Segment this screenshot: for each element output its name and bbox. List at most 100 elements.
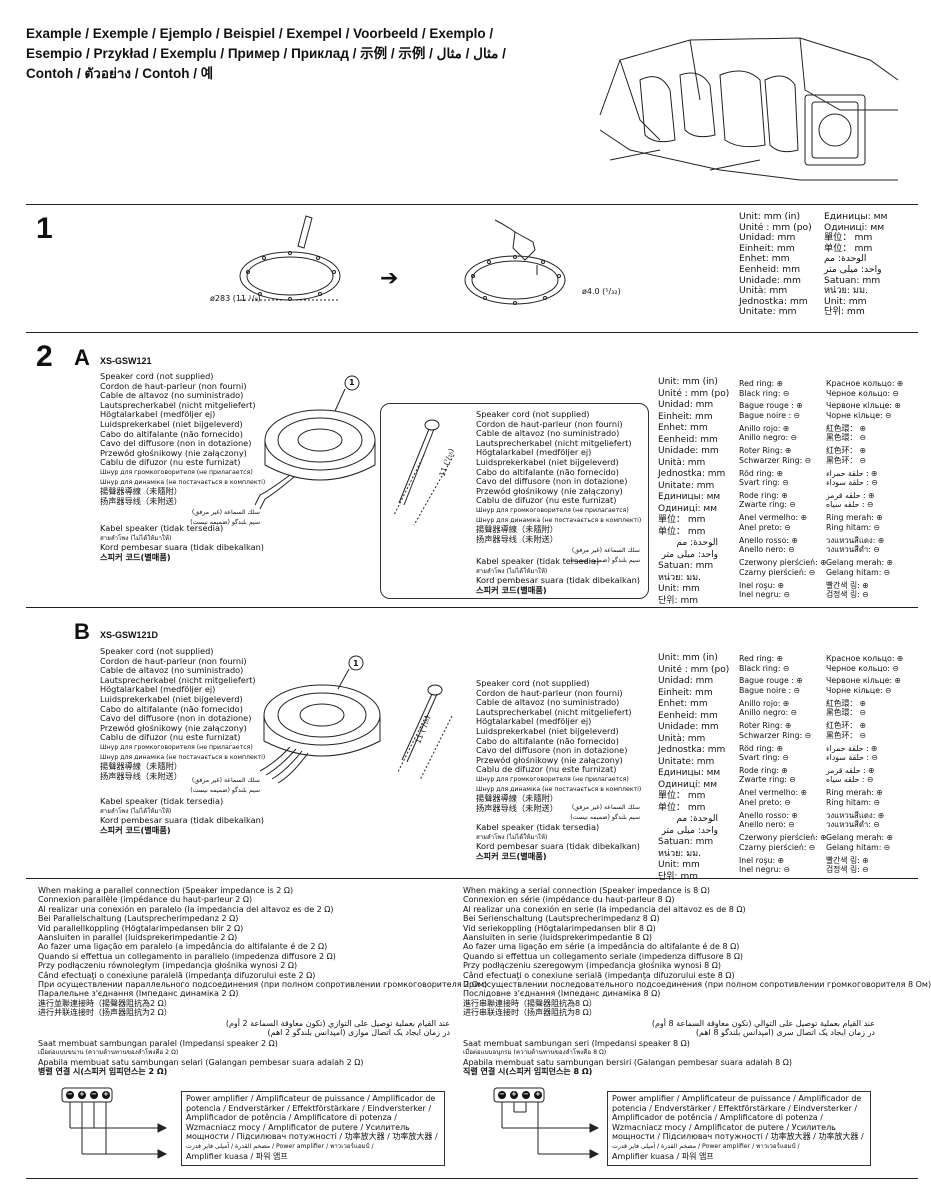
ring-label: 黑色环： ⊖: [826, 730, 867, 740]
cord-label: Шнур для динаміка (не постачається в ком…: [100, 478, 266, 486]
ring-label: วงแหวนสีแดง: ⊕: [826, 535, 885, 545]
cord-label: Шнур для громкоговорителя (не прилагаетс…: [476, 775, 629, 783]
text-line: Quando si effettua un collegamento in pa…: [38, 951, 336, 961]
ring-label: Zwarte ring: ⊖: [739, 775, 796, 785]
parallel-terminal-3: −: [91, 1090, 97, 1098]
ring-label: Schwarzer Ring: ⊖: [739, 455, 812, 465]
ring-label: حلقة حمراء : ⊕: [826, 468, 878, 478]
amp-line: potencia / Endverstärker / Effektförstär…: [612, 1103, 858, 1113]
parallel-rtl-text: عند القيام بعملية توصيل على التوازي (تكو…: [226, 1019, 450, 1038]
ring-label: Anello nero: ⊖: [739, 545, 795, 555]
text-line: 進行並聯連接時（揚聲器阻抗為2 Ω）: [38, 998, 172, 1008]
cord-label: Cordon de haut-parleur (non fourni): [476, 687, 623, 698]
amp-line: Amplifier kuasa / 파워 앰프: [612, 1151, 714, 1161]
ring-label: Anello rosso: ⊕: [739, 810, 798, 820]
ring-label: Roter Ring: ⊕: [739, 721, 792, 731]
cord-label: Przewód głośnikowy (nie załączony): [100, 447, 247, 458]
cord-label: Cabo do altifalante (não fornecido): [476, 735, 619, 746]
ring-label: Anillo negro: ⊖: [739, 708, 798, 718]
section-b-detail-rtl: سلك السماعة (غير مرفق) سیم بلندگو (ضمیمه…: [540, 803, 640, 822]
cord-label: Kabel speaker (tidak tersedia): [476, 556, 600, 566]
cord-label: 揚聲器導線（未隨附）: [476, 524, 558, 535]
text-line: เมื่อต่อแบบขนาน (ความต้านทานของลำโพงคือ …: [38, 1049, 179, 1057]
unit-line: Satuan: mm: [658, 561, 714, 571]
unit-line: Eenheid: mm: [658, 710, 718, 721]
ring-label: Червоне кільце: ⊕: [826, 401, 902, 411]
cord-label: Cable de altavoz (no suministrado): [100, 390, 244, 401]
text-line: Apabila membuat satu sambungan selari (G…: [38, 1057, 364, 1067]
amp-line: Amplificador de potência / Amplificatore…: [186, 1113, 397, 1123]
unit-line: واحد: میلی متر: [661, 549, 718, 560]
unit-line: Einheit: mm: [739, 242, 795, 254]
text-line: عند القيام بعملية توصيل على التوالي (تكو…: [651, 1019, 875, 1028]
ring-label: 紅色環： ⊕: [826, 423, 867, 433]
text-line: Quando si effettua un collegamento seria…: [463, 951, 744, 961]
unit-line: 單位： mm: [824, 232, 873, 244]
unit-line: واحد: میلی متر: [824, 263, 882, 275]
unit-line: Одиниці: мм: [658, 779, 717, 790]
serial-amplifier-box: [607, 1091, 871, 1166]
ring-label: Black ring: ⊖: [739, 388, 790, 398]
ring-label: Gelang merah: ⊕: [826, 558, 894, 568]
section-b-rings-right: Красное кольцо: ⊕Черное кольцо: ⊖ Червон…: [826, 654, 903, 878]
ring-label: Ring hitam: ⊖: [826, 522, 881, 532]
ring-label: Roter Ring: ⊕: [739, 446, 792, 456]
cord-label: سلك السماعة (غير مرفق): [571, 547, 640, 554]
unit-line: Unitate: mm: [658, 756, 715, 767]
text-line: Bei Parallelschaltung (Lautsprecherimped…: [38, 914, 239, 924]
unit-line: Einheit: mm: [658, 411, 713, 422]
parallel-amplifier-box: [181, 1091, 445, 1166]
step-1-drill-diagram: [464, 219, 566, 305]
unit-line: 單位： mm: [658, 791, 706, 801]
unit-line: Unidade: mm: [739, 274, 801, 286]
section-a-model: XS-GSW121: [100, 356, 152, 366]
unit-line: 단위: mm: [824, 306, 865, 318]
text-line: Ao fazer uma ligação em série (a impedân…: [463, 942, 740, 952]
text-line: Aansluiten in parallel (luidsprekerimped…: [38, 933, 238, 943]
ring-label: حلقه قرمز : ⊕: [826, 490, 875, 500]
section-b-detail-labels: Speaker cord (not supplied) Cordon de ha…: [476, 678, 642, 813]
cord-label: Högtalarkabel (medföljer ej): [100, 684, 216, 695]
text-line: Apabila membuat satu sambungan bersiri (…: [463, 1057, 792, 1067]
text-line: Vid seriekoppling (Högtalarimpedansen bl…: [463, 923, 656, 933]
cord-label: Cablu de difuzor (nu este furnizat): [100, 732, 241, 743]
unit-line: Unitate: mm: [739, 306, 797, 318]
text-line: When making a parallel connection (Speak…: [38, 886, 294, 895]
unit-line: الوحدة: مم: [824, 253, 867, 265]
unit-line: الوحدة: مم: [676, 538, 718, 548]
unit-line: Unit: mm: [658, 860, 700, 870]
section-a-cord-rtl: سلك السماعة (غير مرفق) سیم بلندگو (ضمیمه…: [160, 508, 260, 527]
cord-label: Kabel speaker (tidak tersedia): [100, 796, 224, 806]
section-a-detail-rtl: سلك السماعة (غير مرفق) سیم بلندگو (ضمیمه…: [540, 546, 640, 565]
ring-label: Svart ring: ⊖: [739, 478, 789, 488]
text-line: 进行并联连接时（扬声器阻抗为2 Ω）: [38, 1008, 172, 1018]
cord-label: Шнур для динаміка (не постачається в ком…: [476, 516, 642, 524]
ring-label: Czarny pierścień: ⊖: [739, 567, 816, 577]
ring-label: حلقة سوداء : ⊖: [826, 753, 878, 763]
cord-label: Cablu de difuzor (nu este furnizat): [100, 457, 241, 468]
amp-line: potencia / Endverstärker / Effektförstär…: [186, 1103, 432, 1113]
ring-label: Inel roşu: ⊕: [739, 580, 785, 590]
parallel-terminal-1: −: [67, 1090, 73, 1098]
ring-label: Rode ring: ⊕: [739, 765, 788, 775]
section-b-cable-detail: [397, 684, 453, 781]
section-a-detail-labels: Speaker cord (not supplied) Cordon de ha…: [476, 409, 642, 544]
ring-label: Anillo rojo: ⊕: [739, 698, 790, 708]
step-2-number: 2: [36, 340, 53, 373]
ring-label: Gelang merah: ⊕: [826, 833, 894, 843]
cord-label: Шнур для динаміка (не постачається в ком…: [476, 785, 642, 793]
ring-label: Inel negru: ⊖: [739, 865, 791, 875]
cord-label: Cable de altavoz (no suministrado): [100, 665, 244, 676]
text-line: Przy podłączeniu szeregowym (impedancja …: [463, 961, 721, 971]
cord-label: سلك السماعة (غير مرفق): [191, 509, 260, 516]
cord-label: Högtalarkabel (medföljer ej): [100, 409, 216, 420]
ring-label: Black ring: ⊖: [739, 663, 790, 673]
page-title: Example / Exemple / Ejemplo / Beispiel /…: [26, 24, 546, 84]
step-1-number: 1: [36, 212, 53, 245]
amp-line: مضخم القدرة / آمپلی فایر قدرت / Power am…: [612, 1142, 800, 1150]
parallel-connection-text: When making a parallel connection (Speak…: [38, 886, 487, 1018]
text-line: 进行串联连接时（扬声器阻抗为8 Ω）: [463, 1008, 597, 1018]
ring-label: Черное кольцо: ⊖: [826, 388, 900, 398]
cord-label: Lautsprecherkabel (nicht mitgeliefert): [476, 706, 632, 717]
cord-label: สายลำโพง (ไม่ได้ให้มาให้): [100, 534, 172, 542]
